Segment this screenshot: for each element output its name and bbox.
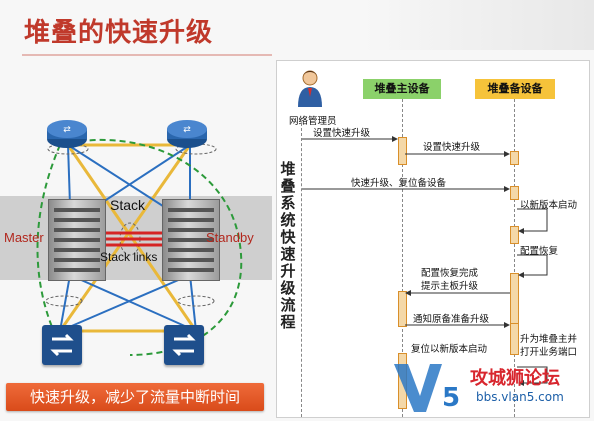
sequence-diagram: 网络管理员 堆叠主设备 堆叠备设备 堆叠系统快速升级流程: [276, 60, 590, 418]
stack-links-label: Stack links: [100, 250, 158, 264]
standby-label: Standby: [206, 230, 254, 245]
standby-activation: [510, 186, 519, 200]
msg-3: 快速升级、复位备设备: [351, 178, 447, 189]
master-lifeline: [402, 99, 403, 417]
master-activation: [398, 291, 407, 327]
router-left-icon: ⇄: [47, 120, 87, 148]
msg-11: 复位以新版本启动: [411, 344, 488, 355]
svg-text:⇄: ⇄: [63, 125, 71, 135]
msg-7: 提示主板升级: [421, 281, 479, 292]
sequence-arrows: [302, 136, 548, 386]
master-activation: [398, 137, 407, 165]
msg-9: 升为堆叠主并: [520, 334, 578, 345]
site-watermark: 5 攻城狮论坛 bbs.vlan5.com: [390, 360, 594, 421]
router-right-icon: ⇄: [167, 120, 207, 148]
vlan5-logo-icon: 5: [394, 364, 460, 413]
standby-activation: [510, 226, 519, 244]
master-chassis-icon: [48, 199, 106, 281]
standby-activation: [510, 151, 519, 165]
msg-8: 通知原备准备升级: [413, 314, 490, 325]
msg-10: 打开业务端口: [520, 347, 578, 358]
vertical-title: 堆叠系统快速升级流程: [280, 160, 296, 331]
watermark-url: bbs.vlan5.com: [476, 390, 564, 404]
watermark-brand: 攻城狮论坛: [470, 368, 560, 389]
standby-lifeline: [514, 99, 515, 417]
summary-callout: 快速升级，减少了流量中断时间: [6, 383, 264, 411]
header-gradient: [364, 0, 594, 50]
standby-chassis-icon: [162, 199, 220, 281]
msg-4: 以新版本启动: [520, 200, 578, 211]
master-label: Master: [4, 230, 44, 245]
actor-label: 网络管理员: [289, 116, 337, 127]
role-master: 堆叠主设备: [363, 79, 441, 99]
stack-topology-diagram: ⇄ ⇄ Master Standby Stack Stack links: [0, 105, 272, 415]
msg-5: 配置恢复: [520, 246, 559, 257]
admin-lifeline: [301, 123, 302, 417]
role-standby: 堆叠备设备: [475, 79, 555, 99]
msg-2: 设置快速升级: [423, 142, 481, 153]
svg-text:⇄: ⇄: [183, 125, 191, 135]
stack-label: Stack: [110, 197, 146, 213]
admin-actor: 网络管理员: [287, 69, 337, 127]
msg-1: 设置快速升级: [313, 128, 371, 139]
switch-left-icon: [42, 325, 82, 365]
msg-6: 配置恢复完成: [421, 268, 479, 279]
slide-title: 堆叠的快速升级: [24, 18, 214, 48]
person-icon: [298, 70, 322, 107]
standby-activation: [510, 323, 519, 355]
switch-right-icon: [164, 325, 204, 365]
topology-links: [36, 138, 243, 356]
svg-text:5: 5: [442, 383, 460, 413]
title-underline: [22, 54, 272, 56]
